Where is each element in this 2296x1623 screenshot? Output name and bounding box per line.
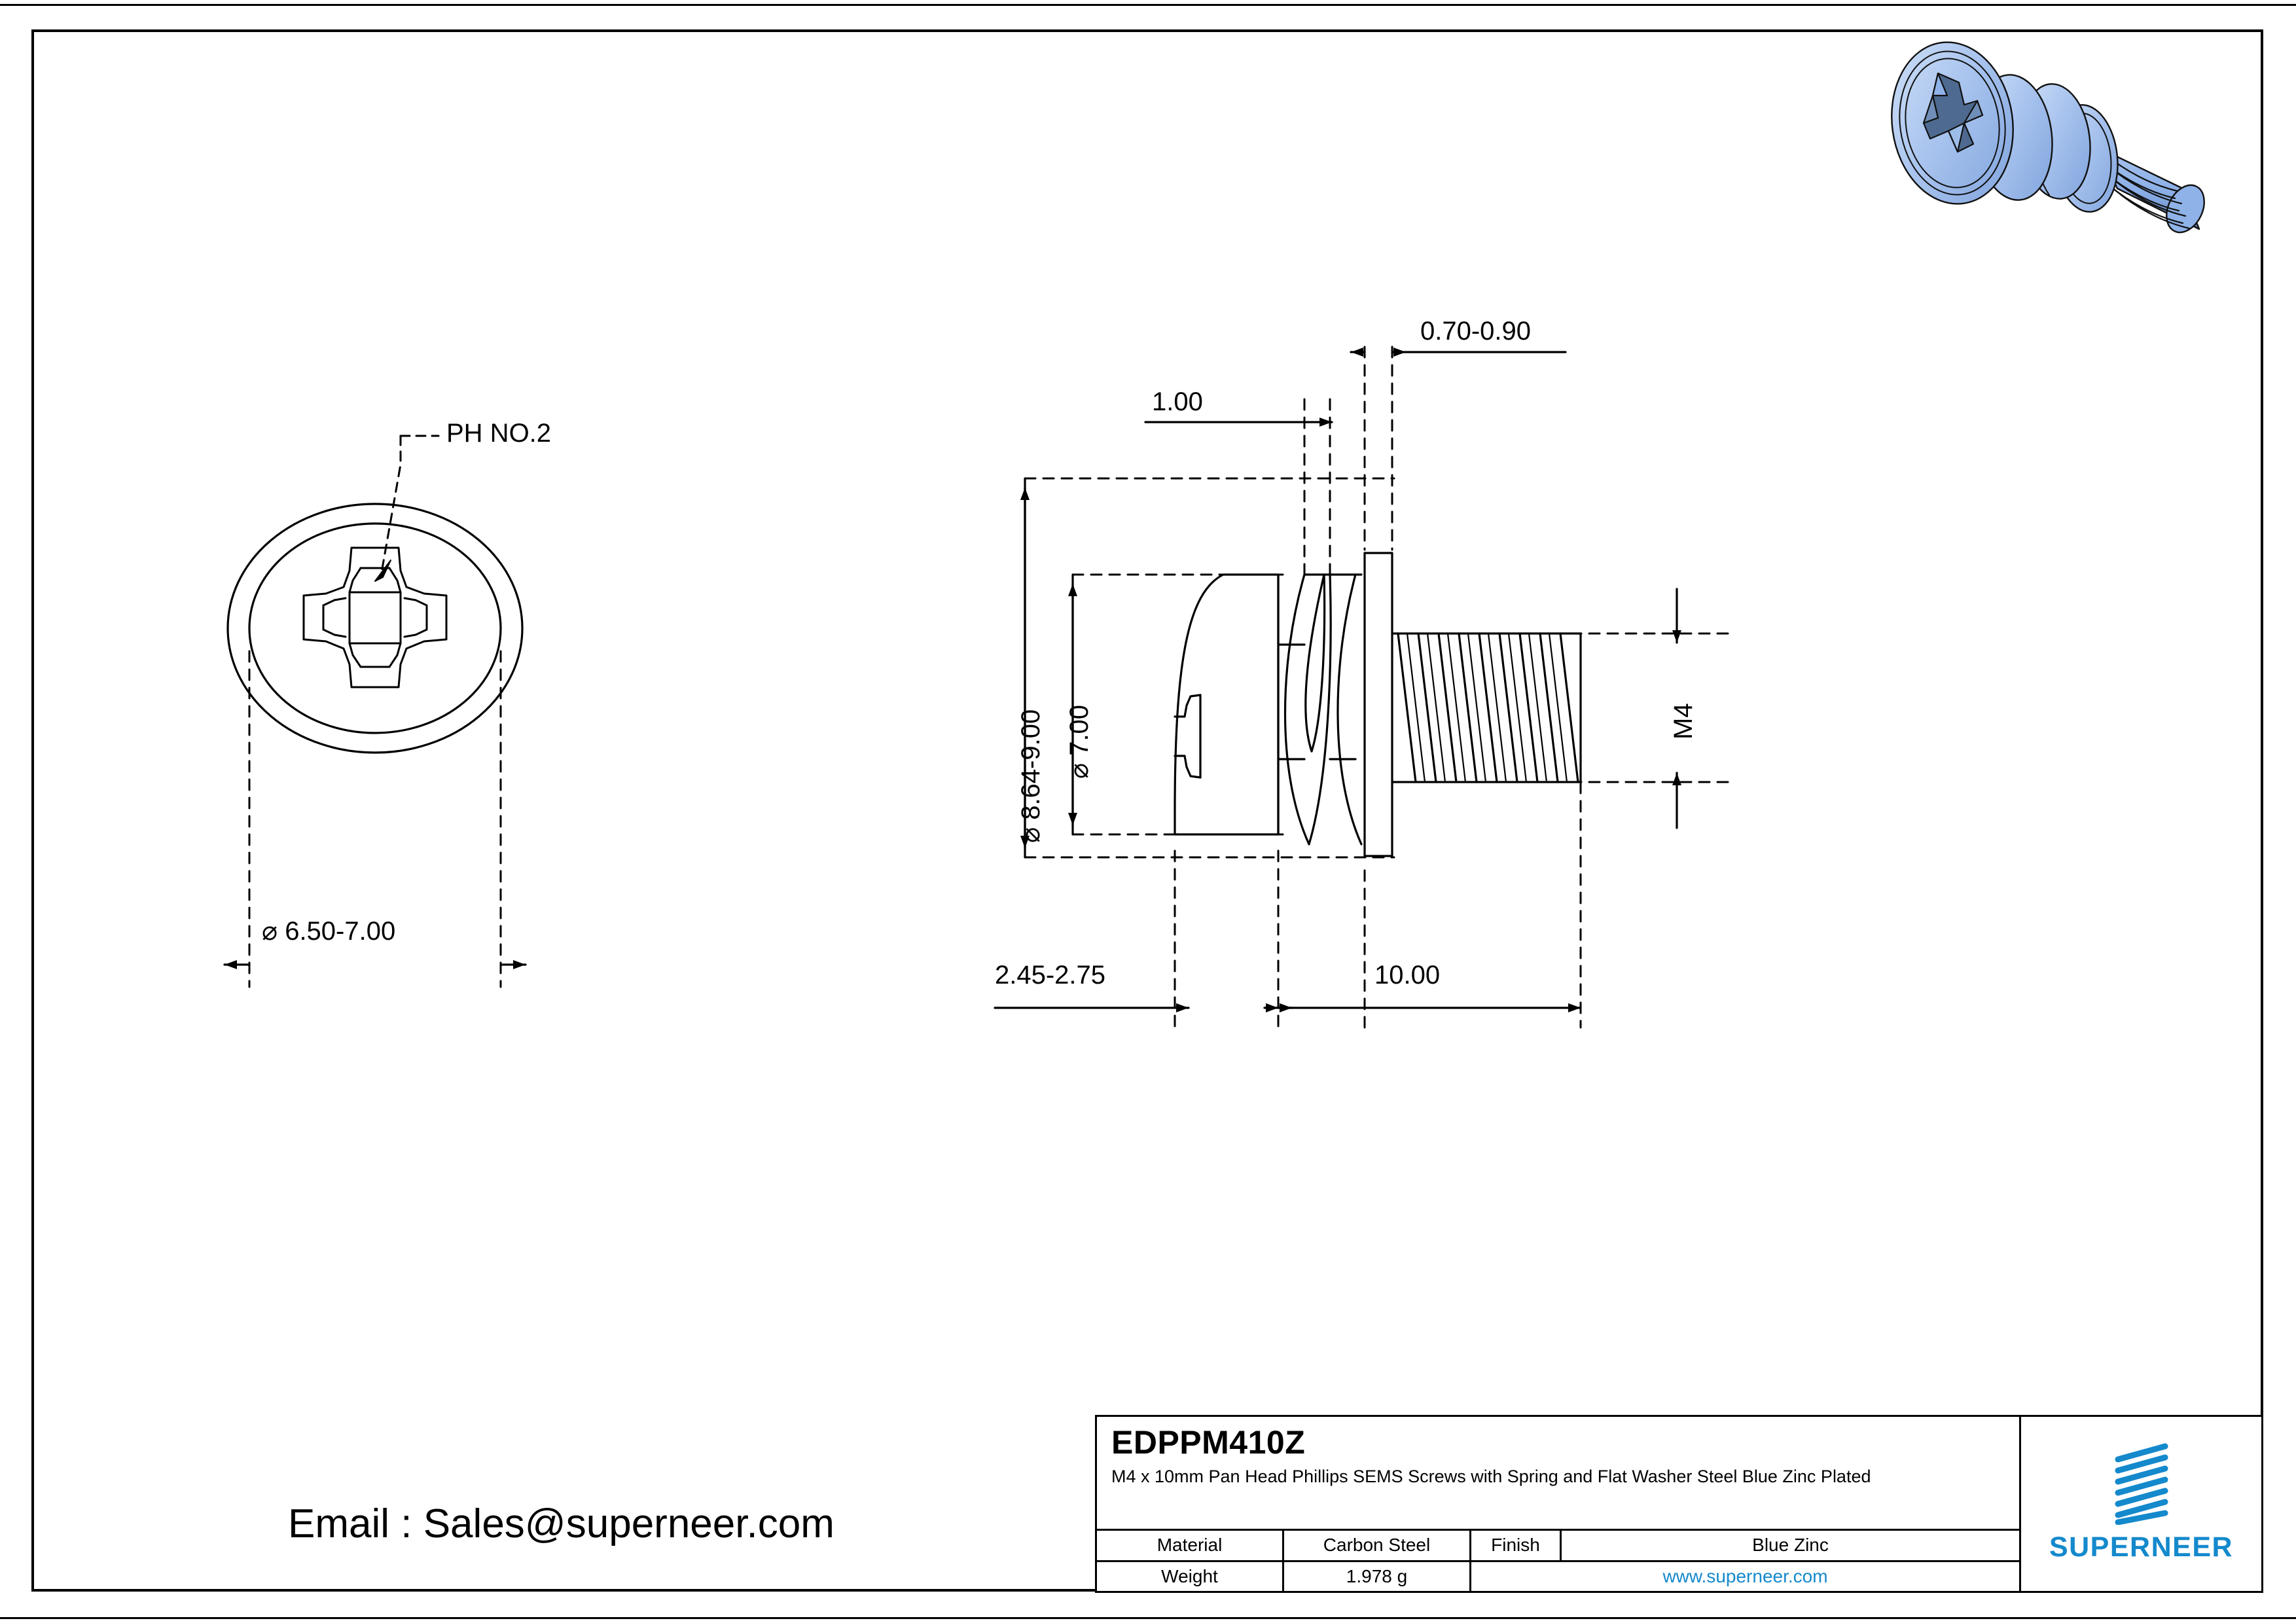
weight-value: 1.978 g xyxy=(1284,1561,1471,1591)
brand-name: SUPERNEER xyxy=(2049,1531,2234,1563)
dim-thread-size-label: M4 xyxy=(1669,703,1698,740)
dim-thread-length-label: 10.00 xyxy=(1374,961,1441,990)
page-edge-bottom xyxy=(0,1617,2296,1619)
isometric-screw-render xyxy=(1842,13,2274,275)
dim-outer-diameter-label: ⌀ 8.64-9.00 xyxy=(1016,709,1045,843)
dim-head-diameter-label: ⌀ 7.00 xyxy=(1065,704,1094,779)
render-phillips-recess xyxy=(1922,72,1984,153)
website-link[interactable]: www.superneer.com xyxy=(1662,1565,1828,1586)
page-edge-top xyxy=(0,4,2296,6)
title-block: EDPPM410Z M4 x 10mm Pan Head Phillips SE… xyxy=(1095,1415,2263,1593)
title-block-info: EDPPM410Z M4 x 10mm Pan Head Phillips SE… xyxy=(1097,1417,2021,1591)
title-block-row-material: Material Carbon Steel Finish Blue Zinc xyxy=(1097,1531,2019,1562)
brand-logo: SUPERNEER xyxy=(2021,1417,2261,1591)
part-code: EDPPM410Z xyxy=(1111,1424,1306,1461)
part-description: M4 x 10mm Pan Head Phillips SEMS Screws … xyxy=(1111,1467,1871,1486)
dim-washer-thickness-label: 0.70-0.90 xyxy=(1420,317,1532,346)
material-value: Carbon Steel xyxy=(1284,1531,1471,1560)
finish-value: Blue Zinc xyxy=(1752,1535,1829,1556)
email-label: Email : Sales@superneer.com xyxy=(288,1501,834,1546)
front-view-diameter-label: ⌀ 6.50-7.00 xyxy=(262,917,396,946)
title-block-row-weight: Weight 1.978 g www.superneer.com xyxy=(1097,1561,2019,1591)
ph-callout-label: PH NO.2 xyxy=(446,419,552,448)
superneer-logo-icon xyxy=(2110,1441,2173,1525)
dim-head-height-label: 2.45-2.75 xyxy=(995,961,1106,990)
finish-label: Finish xyxy=(1471,1531,1562,1560)
material-label: Material xyxy=(1097,1531,1284,1560)
title-block-description-cell: EDPPM410Z M4 x 10mm Pan Head Phillips SE… xyxy=(1097,1417,2019,1531)
weight-label: Weight xyxy=(1097,1561,1284,1591)
dim-spring-washer-label: 1.00 xyxy=(1152,387,1203,416)
